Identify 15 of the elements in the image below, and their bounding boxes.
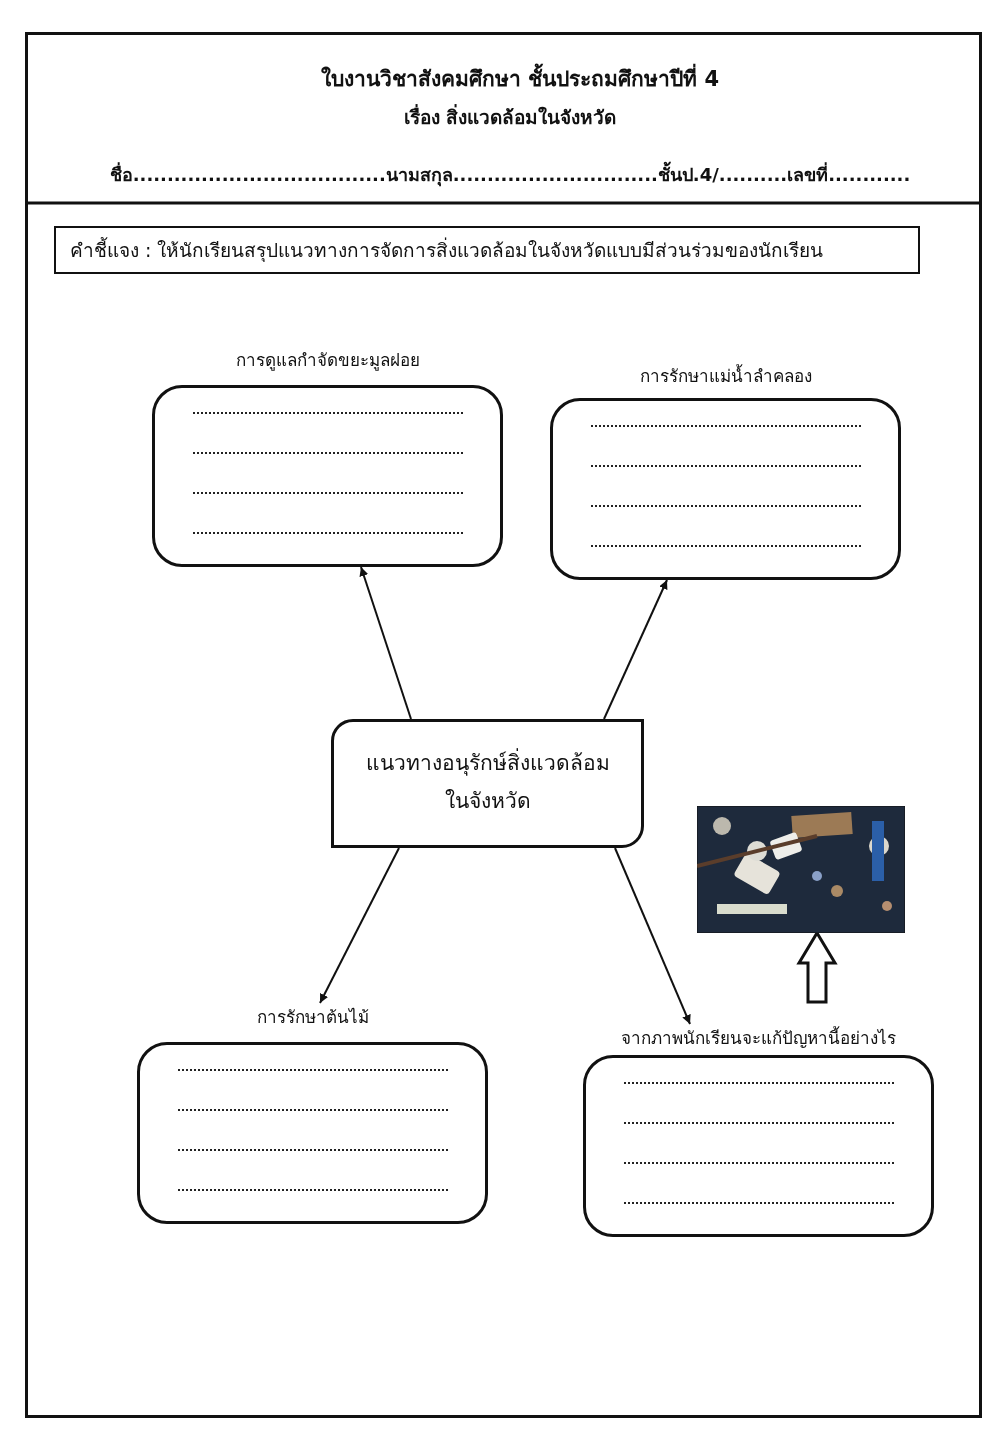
arrow	[603, 579, 668, 720]
box-heading: จากภาพนักเรียนจะแก้ปัญหานี้อย่างไร	[620, 1025, 897, 1050]
arrow	[319, 847, 400, 1004]
box-heading: การดูแลกำจัดขยะมูลฝอย	[234, 349, 421, 373]
instruction-box: คำชี้แจง : ให้นักเรียนสรุปแนวทางการจัดการสิ่งแวดล้อมในจังหวัดแบบมีส่วนร่วมของนักเรียน	[54, 226, 920, 274]
box-heading: การรักษาต้นไม้	[255, 1006, 370, 1029]
box-heading: การรักษาแม่น้ำลำคลอง	[638, 363, 813, 388]
arrow	[359, 566, 412, 720]
block-arrow	[796, 930, 838, 1004]
rubbish-photo	[697, 806, 905, 933]
arrow	[614, 847, 691, 1025]
topic-box: แนวทางอนุรักษ์สิ่งแวดล้อมในจังหวัด	[331, 719, 644, 848]
worksheet-title: ใบงานวิชาสังคมศึกษา ชั้นประถมศึกษาปีที่ 4	[20, 62, 1000, 95]
worksheet-subtitle: เรื่อง สิ่งแวดล้อมในจังหวัด	[402, 103, 618, 130]
name-line: ชื่อ.....................................นามสกุล..............................ชั้นป.4/..........เลขที่............	[40, 160, 980, 189]
